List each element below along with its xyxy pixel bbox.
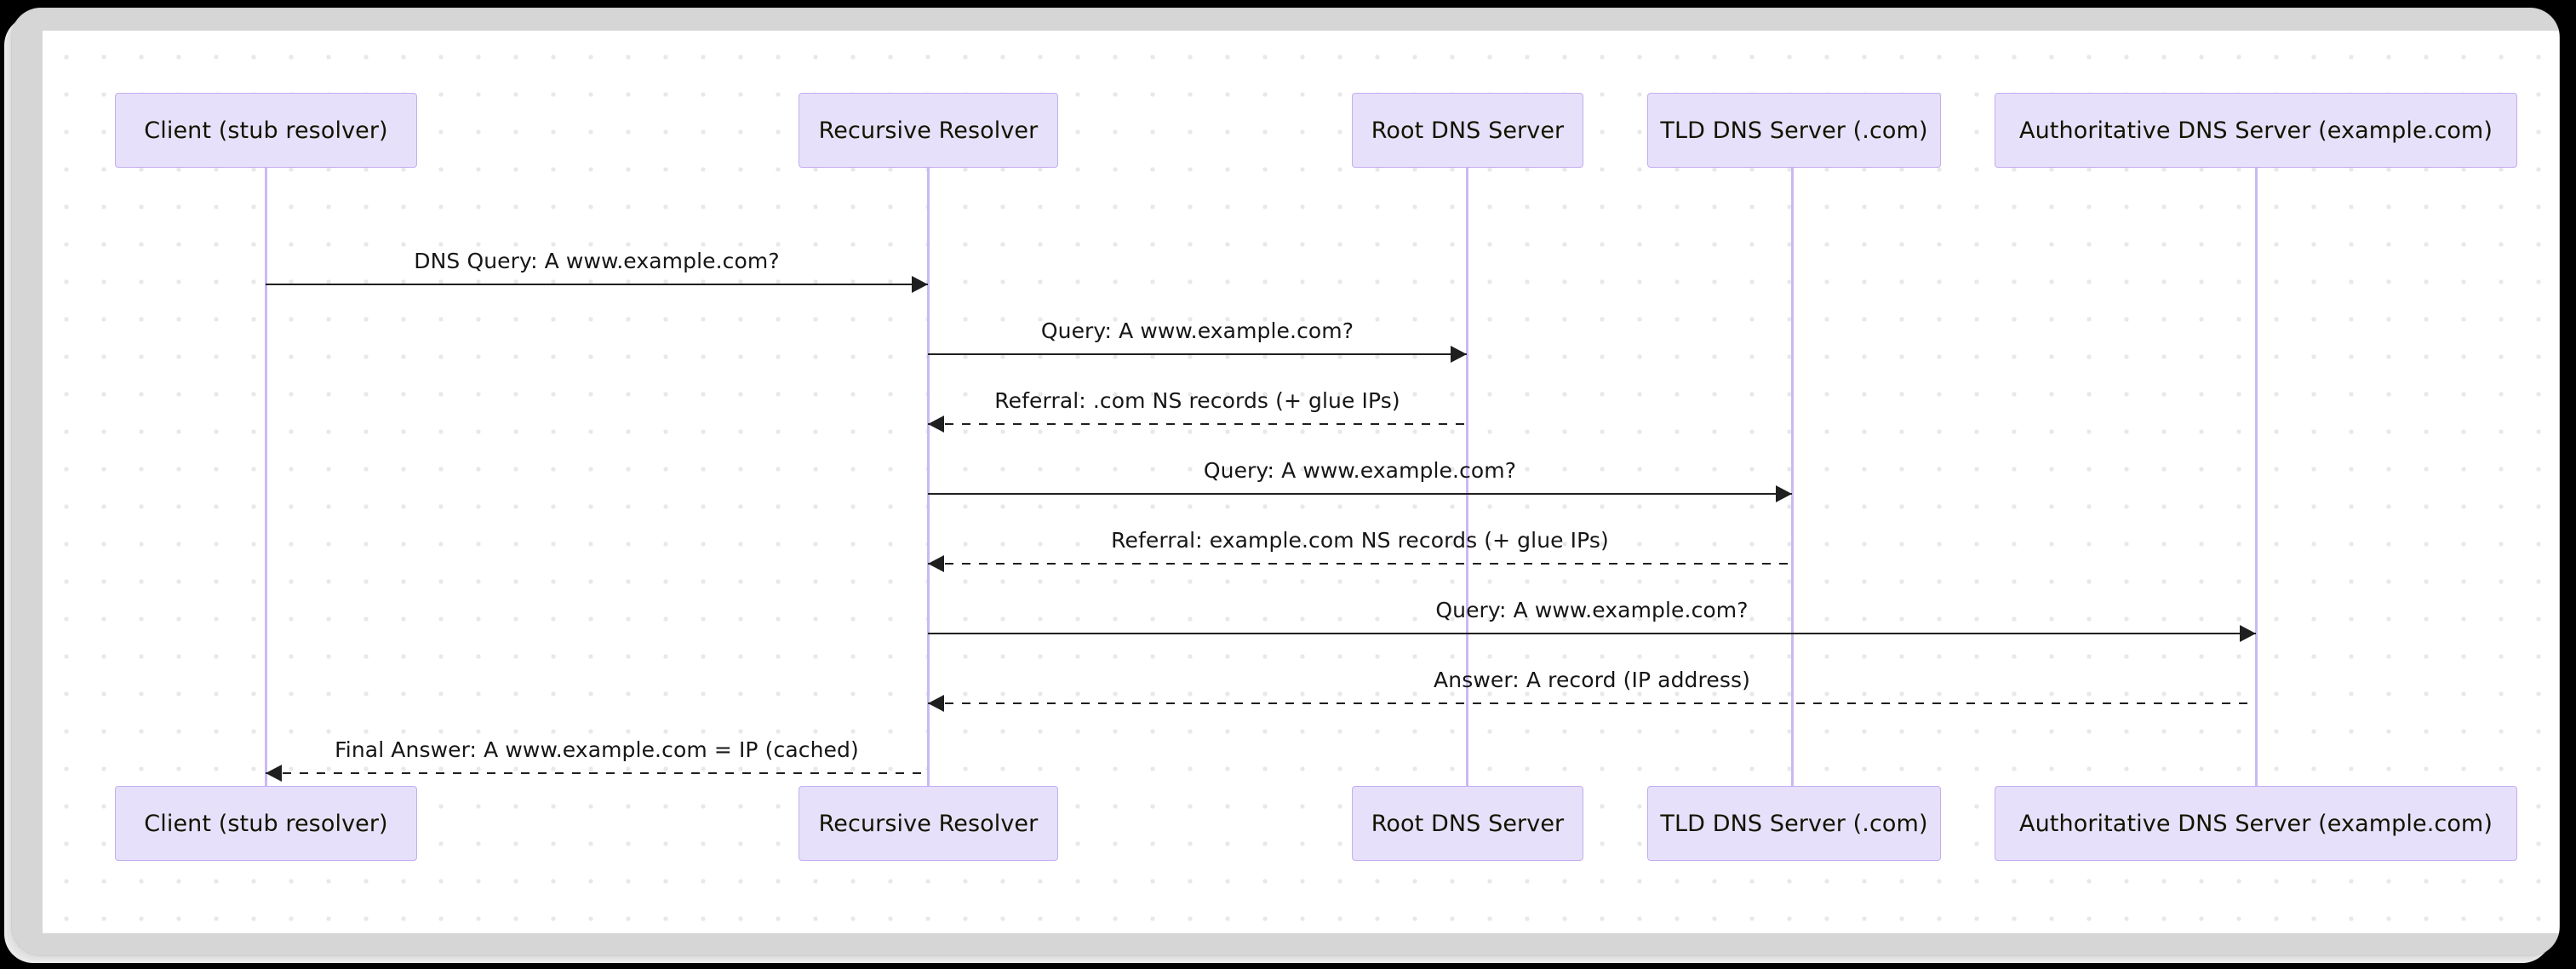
participant-label: Recursive Resolver [818, 810, 1039, 837]
message-label: Referral: .com NS records (+ glue IPs) [994, 388, 1400, 413]
arrowhead-right-icon [2240, 625, 2256, 642]
arrowhead-right-icon [912, 276, 928, 293]
message-line-solid [928, 633, 2256, 634]
message-line-dashed [928, 563, 1792, 565]
arrowhead-left-icon [928, 416, 944, 433]
participant-header-root[interactable]: Root DNS Server [1352, 93, 1583, 168]
message-line-solid [928, 353, 1467, 355]
participant-header-client[interactable]: Client (stub resolver) [115, 93, 417, 168]
participant-header-tld[interactable]: TLD DNS Server (.com) [1647, 93, 1941, 168]
participant-label: TLD DNS Server (.com) [1660, 810, 1928, 837]
lifeline-auth [2255, 168, 2258, 786]
participant-label: Authoritative DNS Server (example.com) [2019, 117, 2493, 144]
diagram-frame: Client (stub resolver) Recursive Resolver… [12, 9, 2559, 955]
lifeline-tld [1791, 168, 1794, 786]
participant-label: Client (stub resolver) [144, 810, 388, 837]
participant-footer-tld[interactable]: TLD DNS Server (.com) [1647, 786, 1941, 861]
lifeline-resolver [927, 168, 930, 786]
arrowhead-right-icon [1451, 346, 1467, 363]
message-label: Query: A www.example.com? [1040, 318, 1354, 343]
participant-label: TLD DNS Server (.com) [1660, 117, 1928, 144]
message-line-dashed [928, 702, 2256, 705]
lifeline-client [265, 168, 267, 786]
participant-label: Root DNS Server [1371, 117, 1565, 144]
diagram-canvas: Client (stub resolver) Recursive Resolver… [43, 31, 2559, 933]
participant-label: Client (stub resolver) [144, 117, 388, 144]
message-line-solid [928, 493, 1792, 495]
participant-label: Recursive Resolver [818, 117, 1039, 144]
participant-label: Root DNS Server [1371, 810, 1565, 837]
message-label: Answer: A record (IP address) [1434, 668, 1750, 692]
participant-footer-root[interactable]: Root DNS Server [1352, 786, 1583, 861]
participant-header-resolver[interactable]: Recursive Resolver [799, 93, 1058, 168]
message-line-dashed [266, 772, 928, 775]
message-label: Final Answer: A www.example.com = IP (ca… [335, 737, 859, 762]
arrowhead-left-icon [266, 765, 282, 782]
message-label: Referral: example.com NS records (+ glue… [1111, 528, 1609, 553]
lifeline-root [1466, 168, 1468, 786]
participant-footer-resolver[interactable]: Recursive Resolver [799, 786, 1058, 861]
arrowhead-left-icon [928, 695, 944, 712]
arrowhead-left-icon [928, 555, 944, 572]
participant-header-auth[interactable]: Authoritative DNS Server (example.com) [1995, 93, 2517, 168]
message-line-dashed [928, 423, 1467, 426]
participant-footer-auth[interactable]: Authoritative DNS Server (example.com) [1995, 786, 2517, 861]
participant-footer-client[interactable]: Client (stub resolver) [115, 786, 417, 861]
message-label: Query: A www.example.com? [1435, 598, 1749, 622]
message-label: DNS Query: A www.example.com? [414, 249, 780, 273]
message-line-solid [266, 284, 928, 285]
participant-label: Authoritative DNS Server (example.com) [2019, 810, 2493, 837]
arrowhead-right-icon [1776, 485, 1792, 502]
message-label: Query: A www.example.com? [1203, 458, 1517, 483]
